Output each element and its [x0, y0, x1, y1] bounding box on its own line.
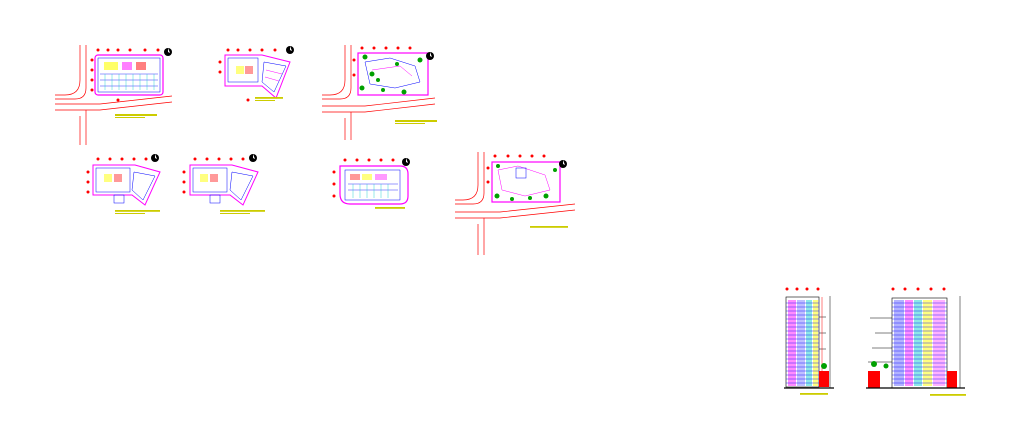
axis-markers [486, 154, 546, 184]
building-footprint [189, 164, 259, 206]
floor-lines [786, 302, 819, 384]
sheet-site-plan-corner [455, 152, 576, 255]
building-footprint [94, 54, 164, 96]
sheet-floor-plan-small-a [218, 46, 294, 102]
landscape-trees [494, 164, 557, 201]
building-footprint [224, 54, 291, 99]
axis-markers [332, 158, 395, 198]
sheet-elevation-wide [866, 287, 966, 396]
road-lines [322, 45, 436, 140]
tower-body [866, 296, 965, 389]
sheet-site-plan-basement [55, 45, 173, 145]
building-footprint [357, 52, 429, 96]
tower-body [784, 296, 834, 389]
sheet-elevation-narrow [784, 287, 834, 395]
sheet-title [115, 114, 157, 118]
road-lines [55, 45, 173, 145]
road-lines [455, 152, 576, 255]
axis-markers [785, 287, 820, 291]
sheet-title [255, 97, 283, 101]
axis-markers [891, 287, 946, 291]
north-arrow [559, 160, 567, 168]
floor-lines [892, 302, 947, 384]
building-footprint [92, 164, 161, 206]
building-footprint [491, 161, 561, 203]
sheet-title [800, 393, 828, 395]
sheet-title [220, 210, 265, 214]
building-footprint [339, 165, 409, 205]
sheet-landscape-plan [322, 45, 437, 140]
sheet-podium-plan [332, 158, 410, 209]
axis-markers [218, 48, 277, 102]
sheet-title [115, 210, 160, 214]
sheet-title [530, 226, 568, 228]
north-arrow [151, 154, 159, 162]
landscape-trees [359, 54, 423, 95]
north-arrow [286, 46, 294, 54]
north-arrow [402, 158, 410, 166]
axis-markers [86, 157, 148, 194]
axis-markers [352, 46, 412, 77]
sheet-title [395, 120, 437, 124]
sheet-floor-plan-c [182, 154, 265, 214]
sheet-title [375, 207, 405, 209]
north-arrow [164, 48, 172, 56]
north-arrow [426, 52, 434, 60]
sheet-floor-plan-b [86, 154, 161, 214]
sheet-title [930, 394, 966, 396]
axis-markers [182, 157, 245, 194]
axis-markers [90, 48, 160, 102]
north-arrow [249, 154, 257, 162]
